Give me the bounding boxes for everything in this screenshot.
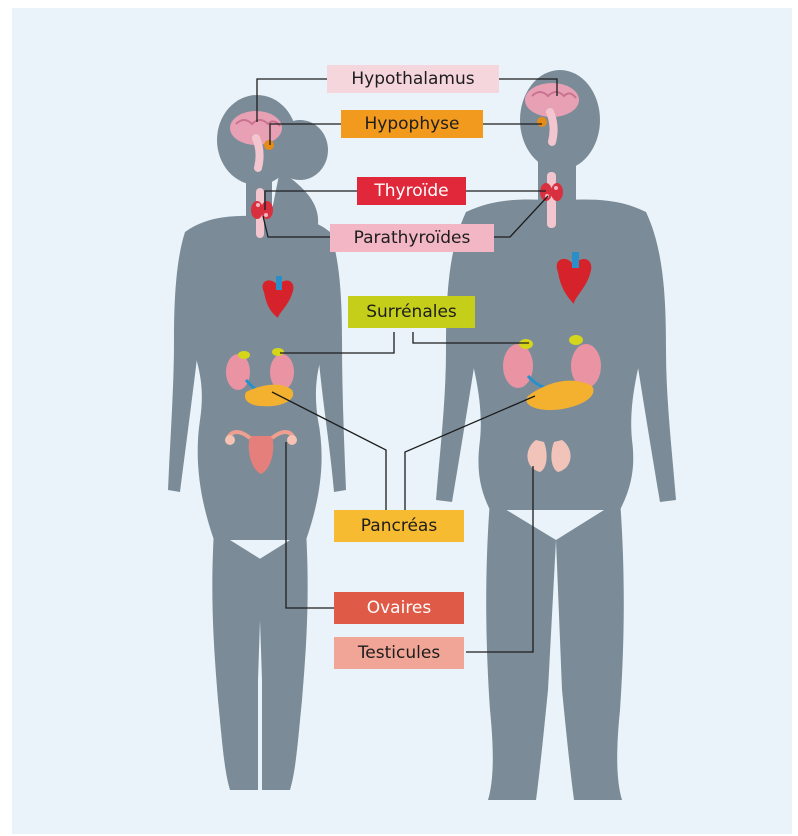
label-pancreas: Pancréas: [334, 510, 464, 542]
label-parathyroides: Parathyroïdes: [330, 224, 494, 252]
label-hypophyse: Hypophyse: [341, 110, 483, 138]
label-thyroide: Thyroïde: [357, 177, 466, 205]
female-hypophyse-icon: [264, 140, 274, 150]
label-ovaires: Ovaires: [334, 592, 464, 624]
label-testicules: Testicules: [334, 637, 464, 669]
male-hypophyse-icon: [537, 117, 547, 127]
label-hypothalamus: Hypothalamus: [327, 65, 499, 93]
label-surrenales: Surrénales: [348, 296, 475, 328]
